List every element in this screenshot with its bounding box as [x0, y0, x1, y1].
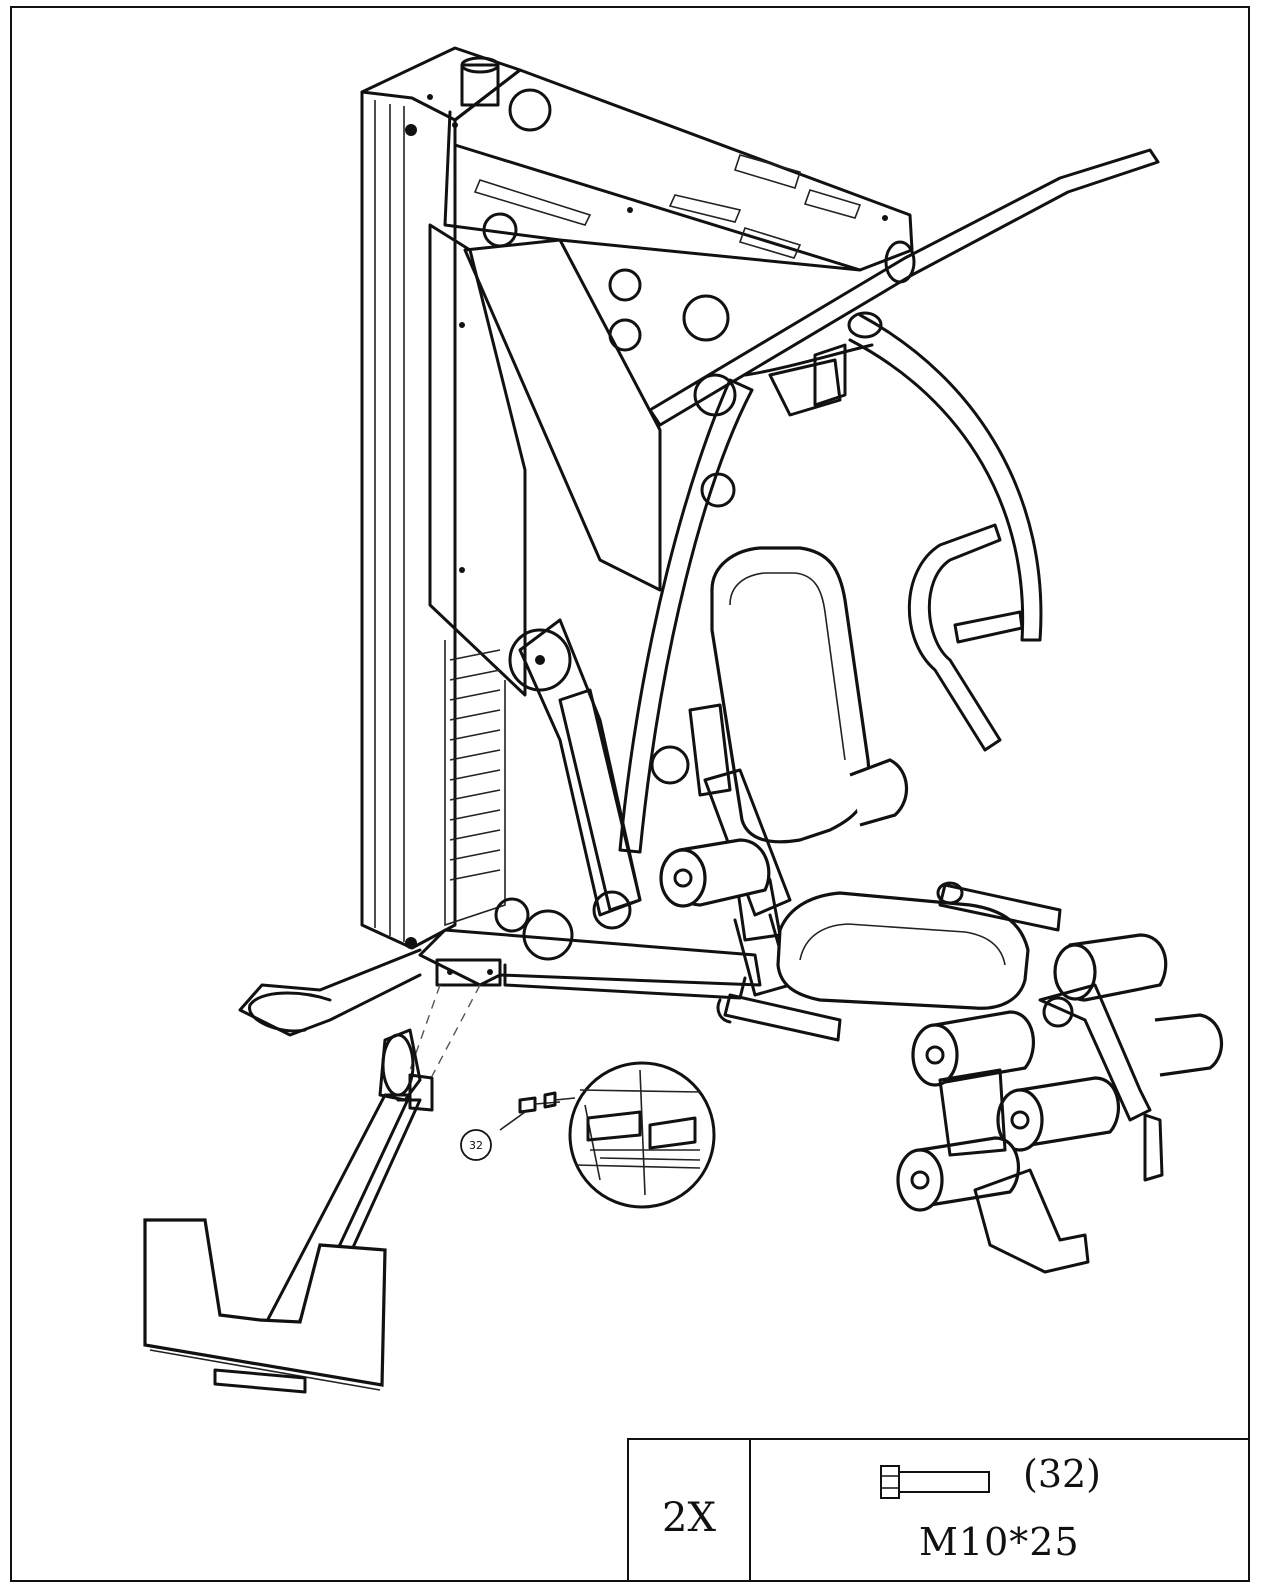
part-callout: 32 — [460, 1129, 492, 1161]
callout-label: 32 — [469, 1139, 483, 1152]
part-cell: (32) M10*25 — [751, 1440, 1250, 1582]
diagram-frame — [10, 6, 1250, 1582]
seat-handles — [716, 881, 1062, 1042]
leg-extension-arm — [938, 983, 1164, 1274]
top-head-plate — [427, 56, 914, 272]
back-pad — [710, 546, 871, 844]
part-number: (32) — [1023, 1452, 1102, 1496]
part-size: M10*25 — [919, 1520, 1080, 1564]
bolt-detail — [499, 1091, 576, 1131]
parts-table: 2X (32) M10*25 — [627, 1438, 1250, 1582]
quantity-cell: 2X — [629, 1440, 751, 1582]
lat-bar — [648, 148, 1160, 427]
leg-roller-pads — [896, 933, 1224, 1212]
foot-plate-assembly — [143, 1028, 434, 1394]
seat-pad — [776, 891, 1030, 1010]
main-column — [360, 46, 522, 950]
detail-view-circle — [568, 1061, 716, 1209]
assembly-guides — [409, 984, 481, 1081]
base-frame — [238, 928, 762, 1037]
weight-stack-shroud — [428, 223, 662, 927]
hex-bolt-icon — [880, 1465, 990, 1499]
upper-roller-pads — [659, 758, 909, 908]
press-arms — [518, 311, 1043, 917]
